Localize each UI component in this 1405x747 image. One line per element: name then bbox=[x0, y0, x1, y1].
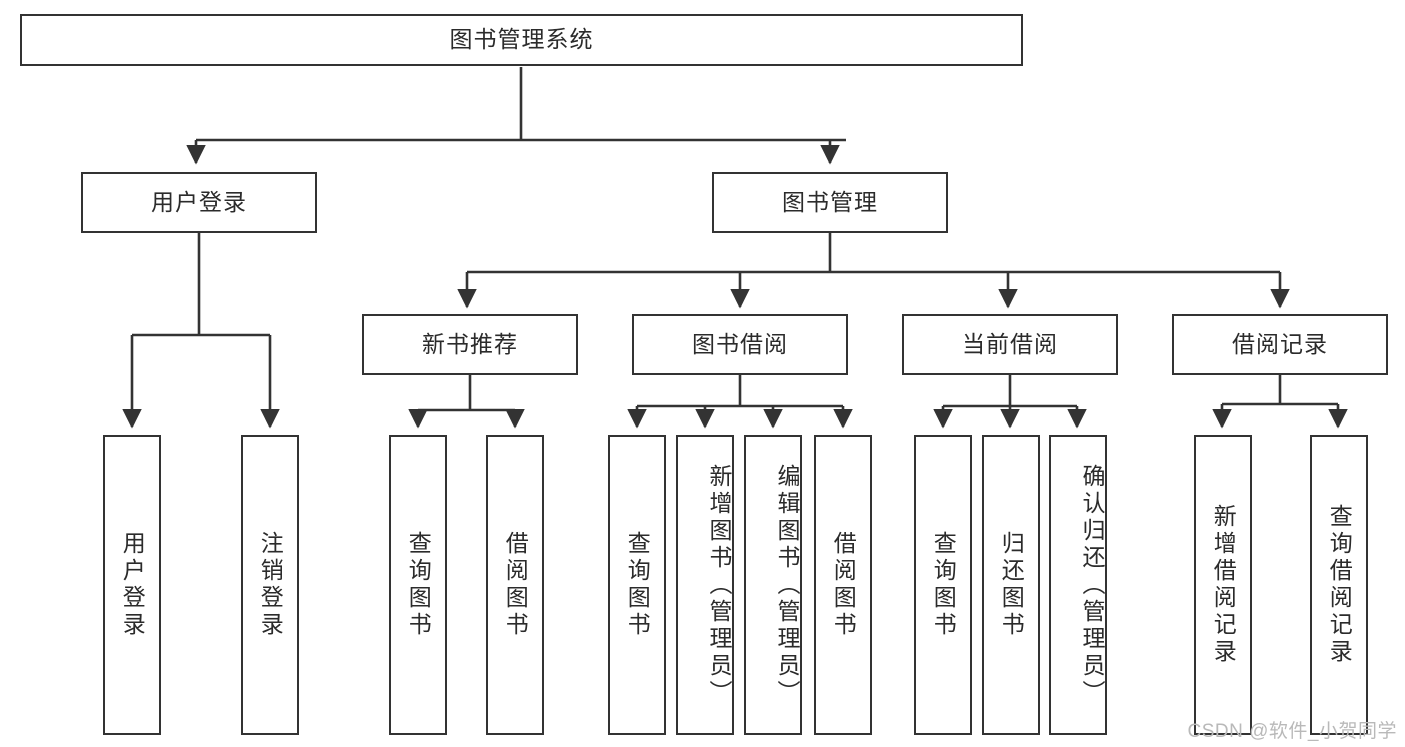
node-new-book-recommend-label: 新书推荐 bbox=[422, 330, 518, 357]
leaf-confirm-return-label: 确认归还（管理员） bbox=[1079, 463, 1105, 707]
leaf-user-login-label: 用户登录 bbox=[119, 531, 146, 639]
leaf-edit-book-label: 编辑图书（管理员） bbox=[774, 463, 800, 707]
csdn-watermark: CSDN @软件_小贺同学 bbox=[1187, 721, 1397, 742]
leaf-add-borrow-record[interactable]: 新增借阅记录 bbox=[1194, 435, 1252, 735]
leaf-return-book[interactable]: 归还图书 bbox=[982, 435, 1040, 735]
leaf-query-book-2[interactable]: 查询图书 bbox=[608, 435, 666, 735]
leaf-return-book-label: 归还图书 bbox=[998, 531, 1025, 639]
leaf-query-book-3-label: 查询图书 bbox=[930, 531, 957, 639]
leaf-query-book-3[interactable]: 查询图书 bbox=[914, 435, 972, 735]
node-book-manage-label: 图书管理 bbox=[782, 188, 878, 215]
leaf-logout-label: 注销登录 bbox=[257, 531, 284, 639]
node-root-label: 图书管理系统 bbox=[449, 26, 594, 53]
leaf-borrow-book-1[interactable]: 借阅图书 bbox=[486, 435, 544, 735]
leaf-borrow-book-1-label: 借阅图书 bbox=[502, 531, 529, 639]
leaf-add-borrow-record-label: 新增借阅记录 bbox=[1210, 504, 1237, 666]
leaf-confirm-return[interactable]: 确认归还（管理员） bbox=[1049, 435, 1107, 735]
leaf-add-book[interactable]: 新增图书（管理员） bbox=[676, 435, 734, 735]
leaf-logout[interactable]: 注销登录 bbox=[241, 435, 299, 735]
node-new-book-recommend[interactable]: 新书推荐 bbox=[362, 314, 578, 375]
leaf-query-book-2-label: 查询图书 bbox=[624, 531, 651, 639]
node-book-manage[interactable]: 图书管理 bbox=[712, 172, 948, 233]
leaf-query-borrow-record[interactable]: 查询借阅记录 bbox=[1310, 435, 1368, 735]
node-current-borrow[interactable]: 当前借阅 bbox=[902, 314, 1118, 375]
leaf-add-book-label: 新增图书（管理员） bbox=[706, 463, 732, 707]
node-user-login[interactable]: 用户登录 bbox=[81, 172, 317, 233]
leaf-borrow-book-2-label: 借阅图书 bbox=[830, 531, 857, 639]
node-book-borrow[interactable]: 图书借阅 bbox=[632, 314, 848, 375]
leaf-query-book-1-label: 查询图书 bbox=[405, 531, 432, 639]
node-user-login-label: 用户登录 bbox=[151, 188, 247, 215]
leaf-query-book-1[interactable]: 查询图书 bbox=[389, 435, 447, 735]
leaf-query-borrow-record-label: 查询借阅记录 bbox=[1326, 504, 1353, 666]
node-borrow-record[interactable]: 借阅记录 bbox=[1172, 314, 1388, 375]
node-current-borrow-label: 当前借阅 bbox=[962, 330, 1058, 357]
node-book-borrow-label: 图书借阅 bbox=[692, 330, 788, 357]
leaf-borrow-book-2[interactable]: 借阅图书 bbox=[814, 435, 872, 735]
leaf-user-login[interactable]: 用户登录 bbox=[103, 435, 161, 735]
node-root[interactable]: 图书管理系统 bbox=[20, 14, 1023, 66]
node-borrow-record-label: 借阅记录 bbox=[1232, 330, 1328, 357]
leaf-edit-book[interactable]: 编辑图书（管理员） bbox=[744, 435, 802, 735]
